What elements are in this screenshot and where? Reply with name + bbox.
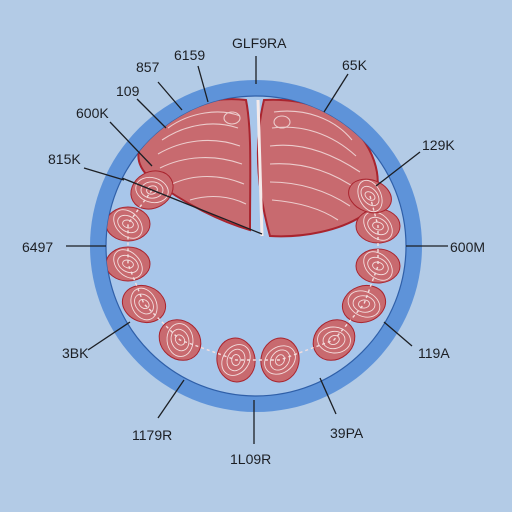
lobe [106, 246, 151, 282]
lobe [341, 284, 387, 324]
lobe-ring [106, 170, 401, 383]
leader-lines [66, 56, 448, 444]
label-1l09r: 1L09R [230, 451, 271, 467]
label-6497: 6497 [22, 239, 53, 255]
label-glf9ra: GLF9RA [232, 35, 287, 51]
lobe-connector [127, 189, 379, 361]
label-857: 857 [136, 59, 160, 75]
swirl-pattern [157, 110, 361, 221]
label-1179r: 1179R [132, 427, 172, 443]
label-109: 109 [116, 83, 140, 99]
divider-cleft [256, 99, 264, 237]
label-129k: 129K [422, 137, 455, 153]
lobe [121, 284, 167, 324]
label-6159: 6159 [174, 47, 205, 63]
lobe [106, 206, 151, 242]
lobe [348, 178, 392, 214]
label-65k: 65K [342, 57, 368, 73]
label-600m: 600M [450, 239, 485, 255]
label-815k: 815K [48, 151, 81, 167]
label-39pa: 39PA [330, 425, 364, 441]
label-119a: 119A [418, 345, 450, 361]
lobe [355, 248, 401, 284]
label-3bk: 3BK [62, 345, 89, 361]
label-600k: 600K [76, 105, 109, 121]
lobe [260, 337, 300, 383]
value-labels: 857 6159 GLF9RA 65K 109 600K 815K 129K 6… [22, 35, 485, 467]
diagonal-chord [121, 177, 263, 235]
